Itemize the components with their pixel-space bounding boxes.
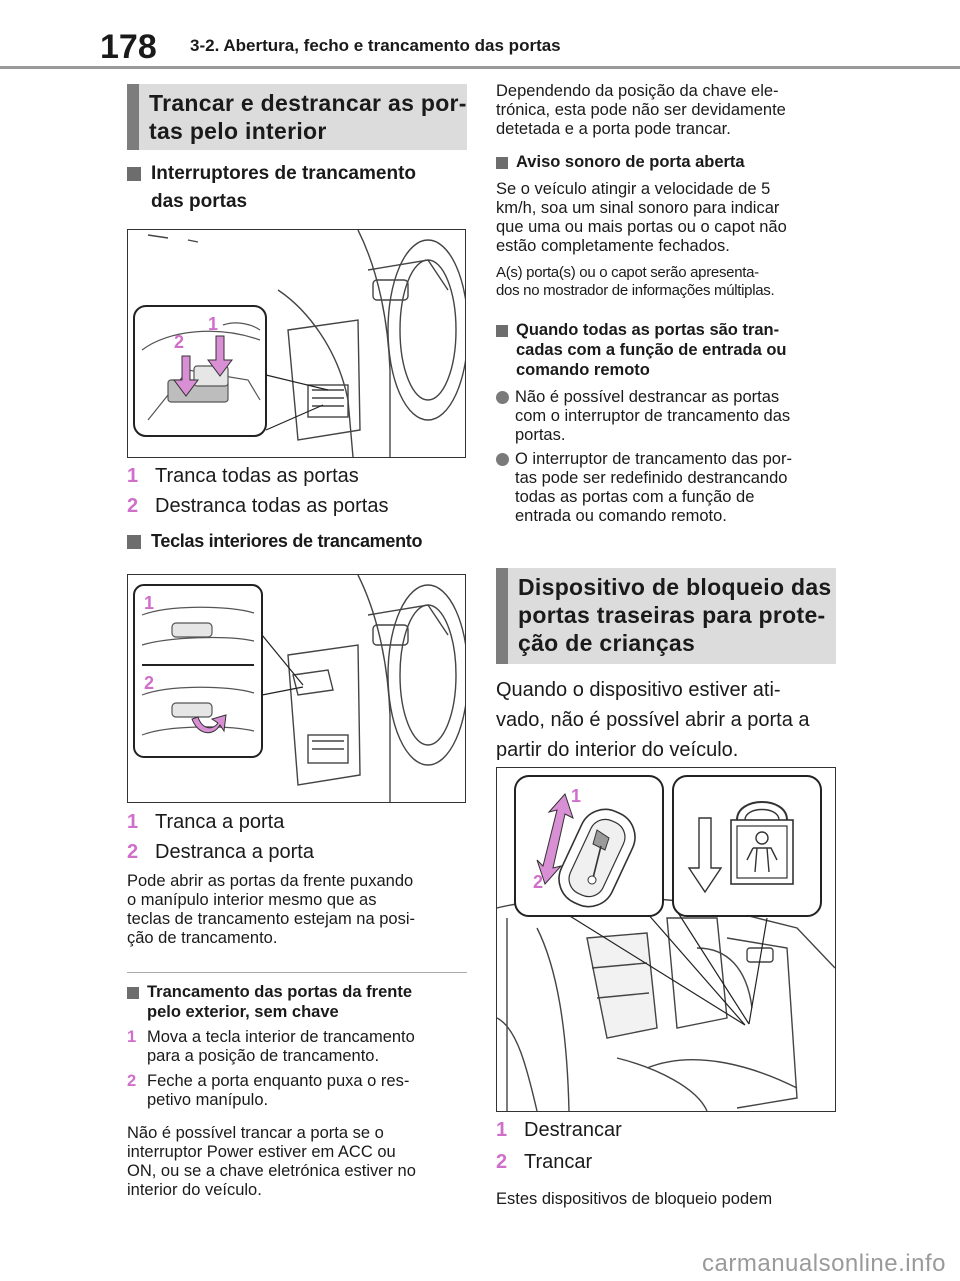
bullet-list-remote: Não é possível destrancar as portas com … [496, 388, 841, 526]
subheading-text: Interruptores de trancamento [151, 163, 416, 184]
list-item: Não é possível destrancar as portas com … [496, 388, 841, 445]
figure-label: 2 [174, 332, 184, 352]
page-number: 178 [100, 28, 157, 66]
round-bullet-icon [496, 453, 509, 467]
figure-label: 2 [144, 673, 154, 693]
subheading-text: das portas [151, 191, 248, 212]
figure-child-safety-lock: 1 2 [496, 767, 836, 1112]
section-title-lock-interior: Trancar e destrancar as por- tas pelo in… [127, 84, 467, 150]
square-bullet-icon [127, 535, 141, 550]
chapter-header: 3-2. Abertura, fecho e trancamento das p… [190, 36, 561, 55]
figure-label: 2 [533, 872, 543, 892]
paragraph-display-note: A(s) porta(s) ou o capot serão apresenta… [496, 264, 775, 299]
subheading-lock-switches: Interruptores de trancamento das portas [127, 160, 467, 216]
square-bullet-icon [496, 156, 508, 169]
figure-interior-lock-button: 1 2 [127, 574, 466, 803]
subheading-lock-without-key: Trancamento das portas da frente pelo ex… [127, 982, 472, 1022]
paragraph-child-lock-intro: Quando o dispositivo estiver ati- vado, … [496, 679, 810, 761]
separator-line [127, 972, 467, 973]
square-bullet-icon [127, 166, 141, 181]
section-title-line: Trancar e destrancar as por- [149, 90, 467, 116]
subheading-remote-lock: Quando todas as portas são tran- cadas c… [496, 320, 841, 380]
round-bullet-icon [496, 391, 509, 405]
figure-label: 1 [208, 314, 218, 334]
section-title-line: tas pelo interior [149, 118, 327, 144]
subheading-door-open-warning: Aviso sonoro de porta aberta [496, 152, 841, 172]
list-item: O interruptor de trancamento das por- ta… [496, 450, 841, 526]
paragraph-cannot-lock: Não é possível trancar a porta se o inte… [127, 1124, 416, 1199]
section-title-child-lock: Dispositivo de bloqueio das portas trase… [496, 568, 836, 664]
paragraph-warning-buzzer: Se o veículo atingir a velocidade de 5 k… [496, 180, 787, 255]
paragraph-front-doors: Pode abrir as portas da frente puxando o… [127, 872, 415, 947]
subheading-interior-lock-buttons: Teclas interiores de trancamento [127, 530, 472, 552]
figure-label: 1 [144, 593, 154, 613]
figure-label: 1 [571, 786, 581, 806]
square-bullet-icon [127, 986, 139, 999]
header-rule [0, 66, 960, 69]
paragraph-lock-devices: Estes dispositivos de bloqueio podem [496, 1190, 773, 1208]
figure-door-lock-switch: 1 2 [127, 229, 466, 458]
square-bullet-icon [496, 324, 508, 337]
paragraph-key-position: Dependendo da posição da chave ele- trón… [496, 82, 786, 138]
watermark-text: carmanualsonline.info [702, 1250, 946, 1277]
